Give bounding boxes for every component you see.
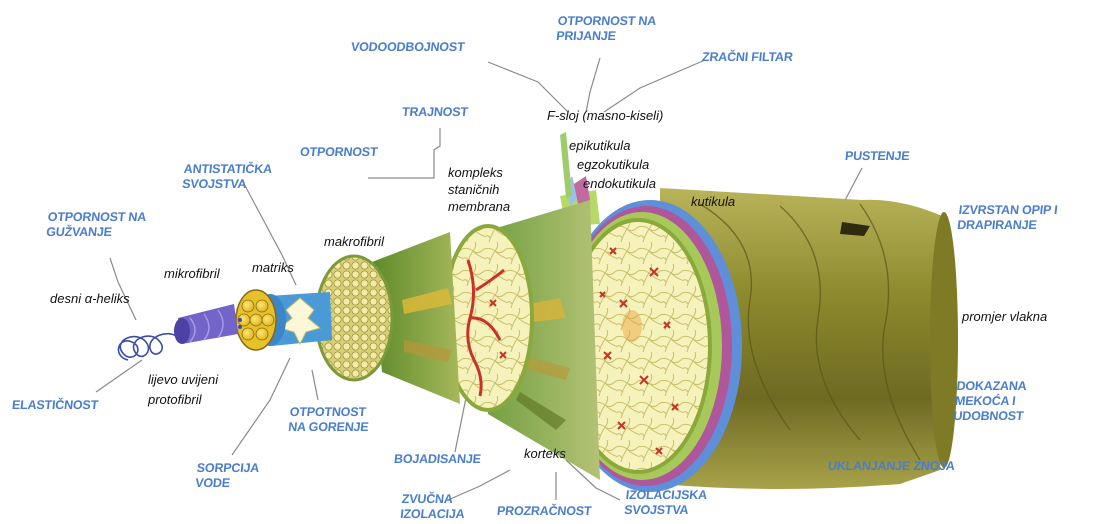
- label-kutikula: kutikula: [691, 194, 735, 210]
- label-otpotnost-na-gorenje: OTPOTNOST NA GORENJE: [287, 405, 380, 435]
- label-vodoodbojnost: VODOODBOJNOST: [350, 40, 465, 55]
- label-dokazana-mekoca: DOKAZANA MEKOĆA I UDOBNOST: [953, 379, 1078, 424]
- label-bojadisanje: BOJADISANJE: [393, 452, 481, 467]
- label-trajnost: TRAJNOST: [401, 105, 468, 120]
- label-promjer-vlakna: promjer vlakna: [962, 309, 1047, 325]
- label-desni-alfa-heliks: desni α-heliks: [50, 291, 130, 307]
- label-sorpcija-vode: SORPCIJA VODE: [194, 461, 277, 491]
- label-prozracnost: PROZRAČNOST: [496, 504, 592, 519]
- label-lijevo-uvijeni-protofibril: lijevo uvijeni protofibril: [148, 370, 228, 410]
- label-uklanjanje-znoja: UKLANJANJE ZNOJA: [827, 459, 955, 474]
- label-epikutikula: epikutikula: [569, 138, 630, 154]
- label-zracni-filtar: ZRAČNI FILTAR: [701, 50, 793, 65]
- label-mikrofibril: mikrofibril: [164, 266, 220, 282]
- label-korteks: korteks: [524, 446, 566, 462]
- protofibril: [174, 304, 238, 344]
- label-elasticnost: ELASTIČNOST: [11, 398, 99, 413]
- label-makrofibril: makrofibril: [324, 234, 384, 250]
- label-izvrstan-opip: IZVRSTAN OPIP I DRAPIRANJE: [956, 203, 1069, 233]
- label-antistaticka-svojstva: ANTISTATIČKA SVOJSTVA: [181, 162, 284, 192]
- label-otpornost-na-prijanje: OTPORNOST NA PRIJANJE: [555, 14, 658, 44]
- label-egzokutikula: egzokutikula: [577, 157, 649, 173]
- label-pustenje: PUSTENJE: [844, 149, 910, 164]
- label-matriks: matriks: [252, 260, 294, 276]
- label-kompleks-stanicnih-membrana: kompleks staničnih membrana: [448, 164, 528, 215]
- alpha-helix: [118, 334, 176, 360]
- label-endokutikula: endokutikula: [583, 176, 656, 192]
- label-otpornost: OTPORNOST: [299, 145, 378, 160]
- label-otpornost-na-guzvanje: OTPORNOST NA GUŽVANJE: [45, 210, 158, 240]
- label-f-sloj: F-sloj (masno-kiseli): [547, 108, 663, 124]
- label-izolacijska-svojstva: IZOLACIJSKA SVOJSTVA: [623, 488, 726, 518]
- microfibril-cross-section: [236, 290, 276, 350]
- label-zvucna-izolacija: ZVUČNA IZOLACIJA: [399, 492, 482, 522]
